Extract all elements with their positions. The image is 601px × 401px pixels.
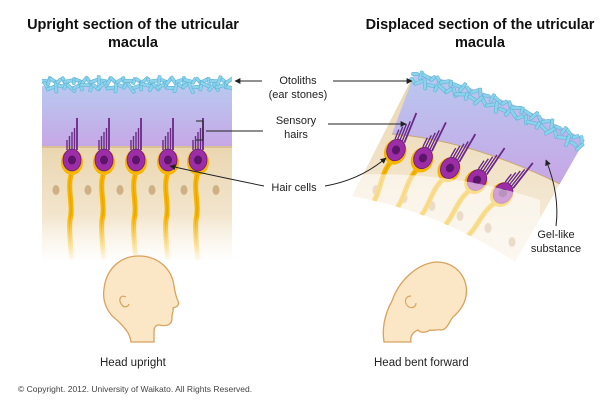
- head-upright-caption: Head upright: [100, 357, 166, 369]
- otoliths-label: Otoliths (ear stones): [269, 75, 328, 101]
- left-section-title: Upright section of the utricular macula: [27, 17, 239, 51]
- gel-like-substance-label: Gel-like substance: [531, 229, 581, 255]
- sensory-hair: [506, 172, 517, 185]
- svg-text:Gel-like: Gel-like: [537, 229, 574, 241]
- otolith-crystals-left: [42, 75, 232, 95]
- sensory-hair: [484, 154, 498, 174]
- sensory-hair: [485, 147, 506, 176]
- otolith-crystals-right: [409, 70, 585, 152]
- svg-text:Otoliths: Otoliths: [279, 75, 317, 87]
- svg-text:substance: substance: [531, 243, 581, 255]
- head-bent-forward-caption: Head bent forward: [374, 357, 469, 369]
- copyright-notice: © Copyright. 2012. University of Waikato…: [18, 384, 253, 394]
- sensory-hair: [479, 158, 489, 171]
- sensory-hair: [422, 137, 428, 148]
- sensory-hair: [450, 147, 457, 158]
- sensory-hair: [482, 156, 494, 173]
- displaced-macula-section: [352, 70, 585, 262]
- sensory-hair: [456, 141, 469, 161]
- sensory-hair: [458, 133, 477, 163]
- sensory-hair: [508, 170, 521, 186]
- right-section-title: Displaced section of the utricular macul…: [365, 17, 595, 51]
- head-bent-forward-icon: [382, 261, 468, 343]
- sensory-hair: [504, 173, 512, 183]
- sensory-hair: [512, 162, 534, 189]
- sensory-hairs-bracket: [196, 120, 204, 141]
- sensory-hair: [394, 129, 400, 140]
- sensory-hair: [424, 135, 432, 149]
- sensory-hair: [477, 160, 485, 170]
- hair-cells-label: Hair cells: [271, 182, 317, 194]
- sensory-hairs-label: Sensory hairs: [276, 115, 317, 141]
- sensory-hair: [454, 143, 465, 160]
- head-upright-icon: [102, 255, 180, 343]
- sensory-hair: [426, 132, 436, 150]
- sensory-hair: [403, 112, 418, 143]
- gel-like-substance-arrow: [545, 159, 558, 227]
- svg-text:Sensory: Sensory: [276, 115, 317, 127]
- svg-text:(ear stones): (ear stones): [269, 89, 328, 101]
- upright-macula-section: [42, 75, 232, 260]
- gel-layer-right: [392, 72, 585, 184]
- hair-cells-arrow-right: [324, 157, 387, 187]
- sensory-hair: [452, 145, 461, 159]
- sensory-hair: [510, 168, 526, 188]
- sensory-hair: [396, 126, 404, 141]
- sensory-hair: [401, 121, 411, 142]
- hair-cells-arrow-left: [169, 164, 265, 187]
- svg-text:hairs: hairs: [284, 129, 308, 141]
- sensory-hair: [431, 122, 447, 152]
- sensory-hair: [429, 130, 440, 151]
